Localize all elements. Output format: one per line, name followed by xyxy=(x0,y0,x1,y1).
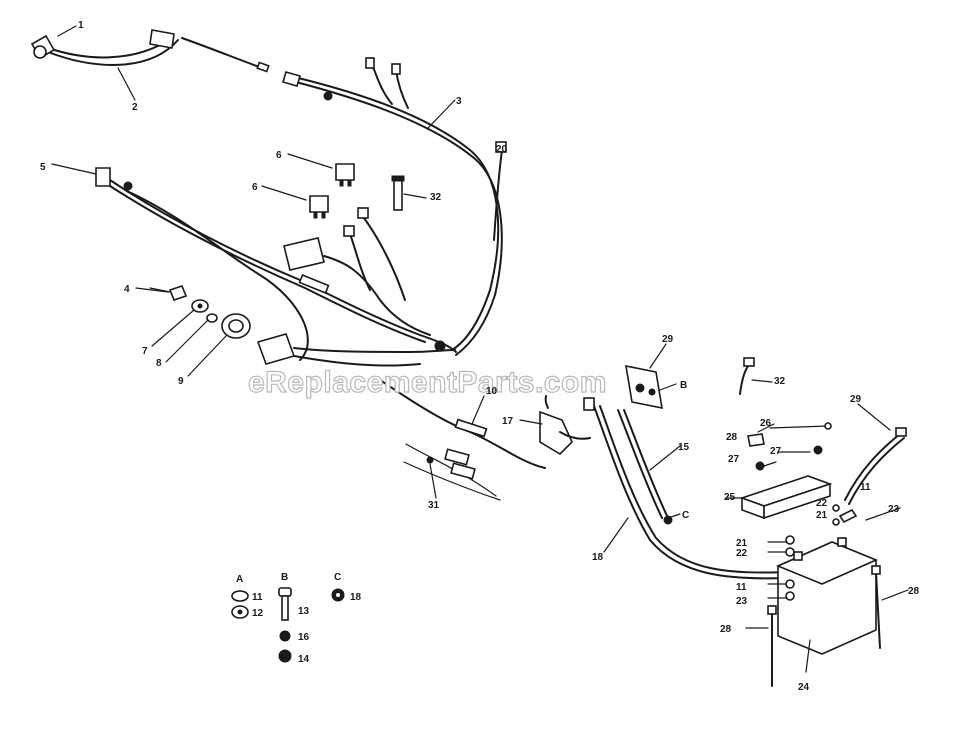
callout-labels: 1 2 3 20 5 6 6 32 4 7 8 9 10 17 29 B 32 … xyxy=(40,20,920,693)
battery-cable-18[interactable] xyxy=(583,397,791,580)
battery-cable-15[interactable] xyxy=(617,409,673,525)
callout-29-right: 29 xyxy=(850,394,862,405)
legend-16: 16 xyxy=(298,632,310,643)
callout-26: 26 xyxy=(760,418,772,429)
battery-bracket-25[interactable] xyxy=(739,475,833,520)
relay-6-upper[interactable] xyxy=(335,163,355,187)
callout-28-upper: 28 xyxy=(726,432,738,443)
callout-9: 9 xyxy=(178,376,184,387)
fuse-holder-32-upper[interactable] xyxy=(391,175,405,211)
callout-10: 10 xyxy=(486,386,498,397)
callout-8-left: 8 xyxy=(156,358,162,369)
ground-cable-20[interactable] xyxy=(844,427,907,505)
callout-25: 25 xyxy=(724,492,736,503)
legend-13: 13 xyxy=(298,606,310,617)
callout-29-top: 29 xyxy=(662,334,674,345)
callout-31: 31 xyxy=(428,500,440,511)
callout-23-right: 23 xyxy=(888,504,900,515)
ignition-module[interactable] xyxy=(283,207,431,336)
terminal-hardware-left[interactable] xyxy=(785,535,795,601)
callout-4: 4 xyxy=(124,284,130,295)
main-wiring-harness[interactable] xyxy=(282,57,507,356)
legend-18: 18 xyxy=(350,592,362,603)
watermark: eReplacementParts.com xyxy=(248,366,607,399)
terminal-hardware-right[interactable] xyxy=(832,504,858,526)
screw-4[interactable] xyxy=(149,285,188,301)
callout-1: 1 xyxy=(78,20,84,31)
key-switch-connector[interactable] xyxy=(256,333,456,367)
callout-b-solenoid: B xyxy=(680,380,687,391)
legend-letter-a: A xyxy=(236,574,243,585)
nut-8[interactable] xyxy=(206,313,218,323)
callout-5: 5 xyxy=(40,162,46,173)
callout-28-right: 28 xyxy=(908,586,920,597)
callout-6-upper: 6 xyxy=(276,150,282,161)
callout-21-left: 21 xyxy=(736,538,748,549)
callout-32-right: 32 xyxy=(774,376,786,387)
callout-7: 7 xyxy=(142,346,148,357)
legend-letter-b: B xyxy=(281,572,288,583)
callout-11-left: 11 xyxy=(736,582,747,593)
callout-32-upper: 32 xyxy=(430,192,442,203)
bolt-26[interactable] xyxy=(769,422,832,430)
relay-6-lower[interactable] xyxy=(309,195,329,219)
callout-3: 3 xyxy=(456,96,462,107)
legend-hardware-b xyxy=(278,587,292,663)
callout-15: 15 xyxy=(678,442,690,453)
callout-28-left: 28 xyxy=(720,624,732,635)
starter-solenoid-29[interactable] xyxy=(625,364,663,410)
legend-letter-c: C xyxy=(334,572,341,583)
clip-32-right[interactable] xyxy=(739,357,755,395)
legend-14: 14 xyxy=(298,654,310,665)
hardware-27-and-16[interactable] xyxy=(747,433,823,471)
callout-11-top: 11 xyxy=(860,482,871,493)
secondary-wiring-harness[interactable] xyxy=(95,167,457,361)
switch-9[interactable] xyxy=(221,313,251,339)
callout-17: 17 xyxy=(502,416,514,427)
callout-27-left: 27 xyxy=(728,454,740,465)
callout-22-top: 22 xyxy=(816,498,828,509)
legend-hardware-a xyxy=(231,590,249,619)
callout-c-cable: C xyxy=(682,510,689,521)
legend-11: 11 xyxy=(252,592,263,603)
washer-7[interactable] xyxy=(191,299,209,313)
hold-down-rod-28-left[interactable] xyxy=(767,605,777,687)
battery-24[interactable] xyxy=(775,537,879,655)
hold-down-rod-28-right[interactable] xyxy=(871,565,881,649)
leader-lines xyxy=(51,25,909,673)
callout-22-left: 22 xyxy=(736,548,748,559)
solenoid-17[interactable] xyxy=(539,395,591,456)
callout-21-top: 21 xyxy=(816,510,828,521)
legend-hardware-c xyxy=(331,588,345,602)
legend-12: 12 xyxy=(252,608,264,619)
callout-24: 24 xyxy=(798,682,810,693)
callout-2: 2 xyxy=(132,102,138,113)
headlight-wire-assembly[interactable] xyxy=(30,29,270,73)
fuse-kit-31[interactable] xyxy=(403,443,501,501)
callout-6-lower: 6 xyxy=(252,182,258,193)
callout-18-cable: 18 xyxy=(592,552,604,563)
callout-20-top: 20 xyxy=(496,144,508,155)
callout-23-left: 23 xyxy=(736,596,748,607)
callout-27-right: 27 xyxy=(770,446,782,457)
